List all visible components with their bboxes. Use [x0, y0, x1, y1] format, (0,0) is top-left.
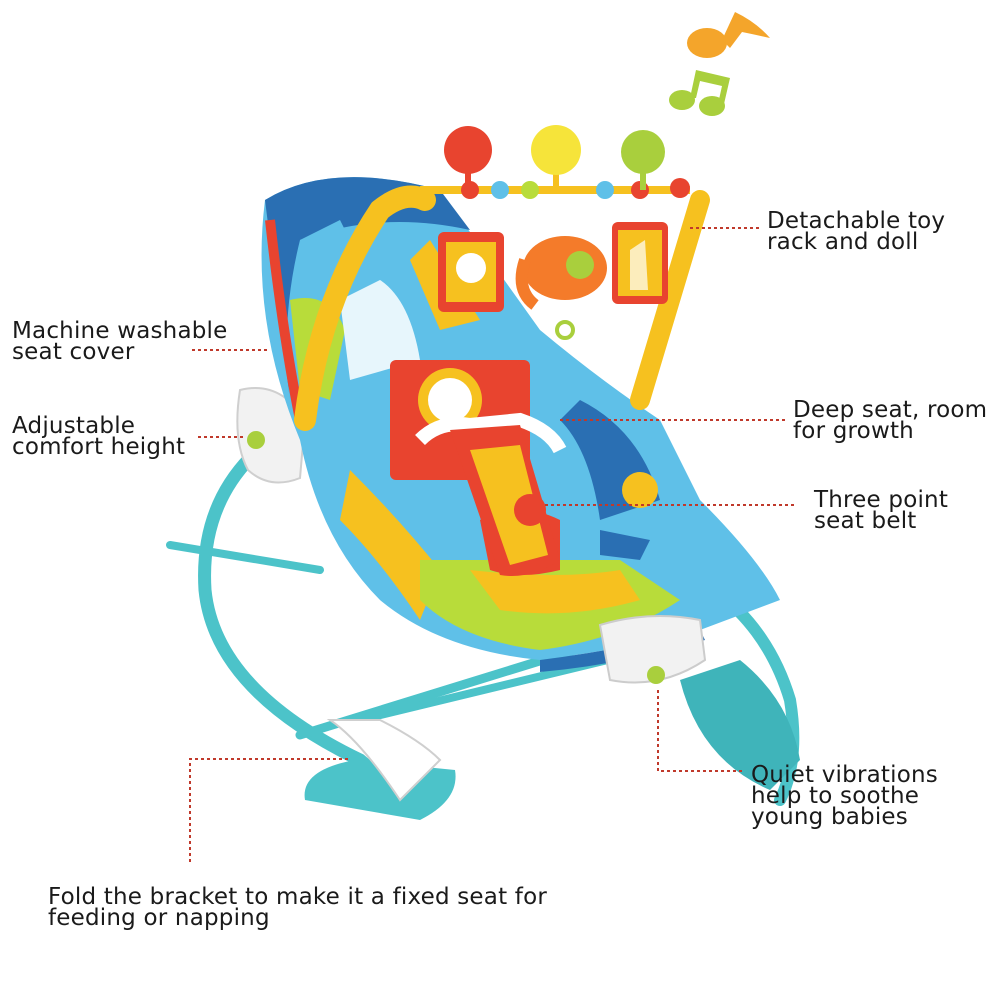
- callout-toy-rack-line-2: rack and doll: [767, 229, 919, 255]
- callout-vibrations-line-3: young babies: [751, 804, 908, 830]
- toy-lion-card: [438, 232, 504, 312]
- callout-seat-belt-line-2: seat belt: [814, 508, 917, 534]
- rocker-foot-right: [680, 660, 800, 790]
- callout-toy-rack: Detachable toy rack and doll: [767, 208, 946, 255]
- callout-fold-bracket-line-1: Fold the bracket to make it a fixed seat…: [48, 884, 548, 910]
- fold-bracket: [326, 719, 442, 802]
- callout-seat-cover-line-2: seat cover: [12, 339, 135, 365]
- toy-giraffe-card: [612, 222, 668, 304]
- callout-comfort-height-line-1: Adjustable: [12, 413, 136, 439]
- vibration-unit: [598, 615, 707, 684]
- callout-deep-seat-line-2: for growth: [793, 418, 914, 444]
- callout-deep-seat-line-1: Deep seat, room: [793, 397, 988, 423]
- callout-vibrations-line-1: Quiet vibrations: [751, 762, 938, 788]
- callout-comfort-height-line-2: comfort height: [12, 434, 186, 460]
- callout-toy-rack-line-1: Detachable toy: [767, 208, 946, 234]
- callout-seat-belt-line-1: Three point: [814, 487, 949, 513]
- callout-vibrations-line-2: help to soothe: [751, 783, 920, 809]
- toy-elephant: [515, 236, 607, 340]
- callout-fold-bracket: Fold the bracket to make it a fixed seat…: [48, 884, 548, 931]
- callout-seat-belt: Three point seat belt: [814, 487, 949, 534]
- callout-fold-bracket-line-2: feeding or napping: [48, 905, 270, 931]
- height-adjuster: [236, 387, 307, 484]
- music-note-orange-icon: [687, 12, 770, 58]
- callout-comfort-height: Adjustable comfort height: [12, 413, 186, 460]
- leader-lines: [189, 227, 795, 865]
- callout-deep-seat: Deep seat, room for growth: [793, 397, 988, 444]
- music-note-green-icon: [669, 70, 730, 116]
- seat-belt: [415, 412, 567, 576]
- callout-seat-cover-line-1: Machine washable: [12, 318, 228, 344]
- callout-seat-cover: Machine washable seat cover: [12, 318, 228, 365]
- toy-discs: [444, 125, 665, 190]
- callout-vibrations: Quiet vibrations help to soothe young ba…: [751, 762, 938, 830]
